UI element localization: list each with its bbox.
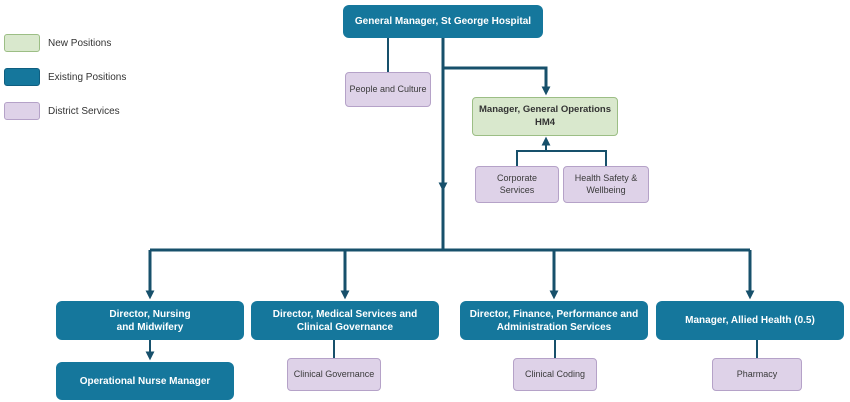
existing-positions-swatch xyxy=(4,68,40,86)
node-manager-general-operations: Manager, General Operations HM4 xyxy=(472,97,618,136)
node-corporate-services: Corporate Services xyxy=(475,166,559,203)
legend-item-existing-positions: Existing Positions xyxy=(4,68,126,86)
legend: New Positions Existing Positions Distric… xyxy=(4,34,126,136)
node-label: Operational Nurse Manager xyxy=(79,375,211,387)
node-general-manager: General Manager, St George Hospital xyxy=(343,5,543,38)
new-positions-swatch xyxy=(4,34,40,52)
node-label: General Manager, St George Hospital xyxy=(354,16,532,27)
node-label: Clinical Governance xyxy=(293,368,375,379)
legend-item-new-positions: New Positions xyxy=(4,34,126,52)
node-operational-nurse-manager: Operational Nurse Manager xyxy=(56,362,234,400)
legend-label: Existing Positions xyxy=(48,71,127,83)
legend-label: New Positions xyxy=(48,37,112,49)
node-label: Corporate Services xyxy=(496,172,538,195)
node-label: Manager, Allied Health (0.5) xyxy=(685,315,815,326)
node-label: Director, Finance, Performance and Admin… xyxy=(469,308,639,333)
node-director-nursing-midwifery: Director, Nursing and Midwifery xyxy=(56,301,244,340)
node-director-medical-services: Director, Medical Services and Clinical … xyxy=(251,301,439,340)
legend-item-district-services: District Services xyxy=(4,102,126,120)
node-clinical-coding: Clinical Coding xyxy=(513,358,597,391)
node-label: Health Safety & Wellbeing xyxy=(574,172,638,195)
node-label: Clinical Coding xyxy=(524,368,586,379)
node-label: Manager, General Operations HM4 xyxy=(479,104,611,128)
node-manager-allied-health: Manager, Allied Health (0.5) xyxy=(656,301,844,340)
node-label: Director, Medical Services and Clinical … xyxy=(272,308,418,333)
node-people-and-culture: People and Culture xyxy=(345,72,431,107)
node-label: Director, Nursing and Midwifery xyxy=(109,308,191,333)
node-pharmacy: Pharmacy xyxy=(712,358,802,391)
node-label: Pharmacy xyxy=(736,368,778,379)
node-clinical-governance: Clinical Governance xyxy=(287,358,381,391)
legend-label: District Services xyxy=(48,105,120,117)
district-services-swatch xyxy=(4,102,40,120)
node-director-finance-administration: Director, Finance, Performance and Admin… xyxy=(460,301,648,340)
node-health-safety-wellbeing: Health Safety & Wellbeing xyxy=(563,166,649,203)
node-label: People and Culture xyxy=(349,83,427,94)
